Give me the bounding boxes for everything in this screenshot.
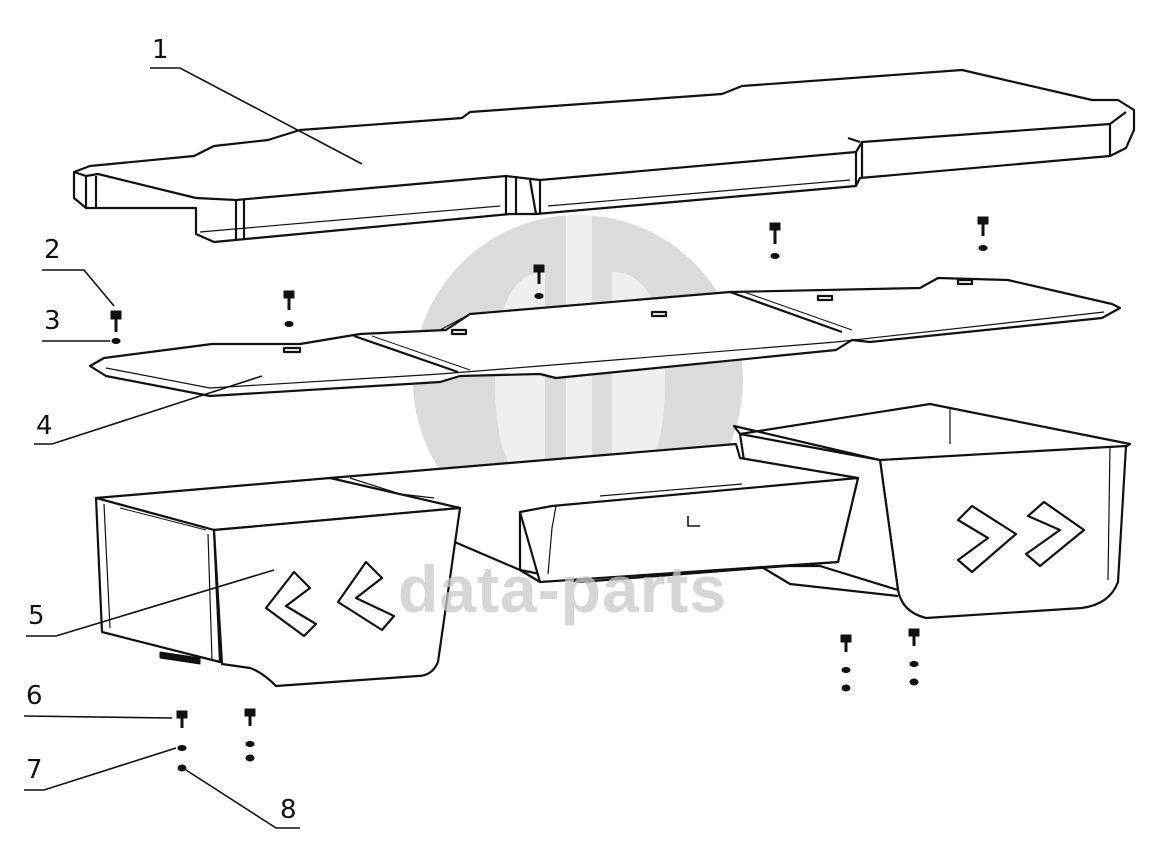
leader-4 [34,375,263,445]
callout-4: 4 [36,411,53,441]
leader-2 [42,269,115,307]
left-box-face [212,506,462,688]
left-chevron-2 [336,560,396,632]
callout-labels: 1 2 3 4 5 6 7 8 [26,35,297,825]
leader-8 [185,769,300,829]
leader-6 [23,715,173,719]
screw-2-c [769,222,781,259]
screw-6-b [244,708,256,762]
callout-1: 1 [152,35,169,65]
leader-5 [26,569,275,637]
screw-6-d [908,628,920,686]
screw-2-left [110,310,122,344]
right-chevron-1 [956,504,1018,574]
part-1-cushion [72,68,1136,244]
screw-2-b [533,264,545,299]
leader-lines [23,67,363,829]
middle-channel-front [518,476,860,584]
screw-set-lower [176,628,920,772]
left-box-side [94,496,222,664]
part-5-frame [94,402,1132,688]
screw-2-a [283,290,295,327]
callout-7: 7 [26,755,43,785]
callout-6: 6 [26,681,43,711]
callout-2: 2 [44,235,61,265]
part-4-plate [88,276,1122,398]
callout-3: 3 [44,306,61,336]
callout-8: 8 [280,795,297,825]
screw-6-a [176,710,188,772]
screw-2-d [977,216,989,251]
screw-6-c [840,634,852,692]
callout-5: 5 [28,601,45,631]
left-chevron-1 [264,570,318,638]
leader-1 [150,67,363,165]
screw-set-upper [110,216,989,344]
watermark-text: data-parts [398,552,727,626]
leader-7 [24,747,177,791]
right-chevron-2 [1024,500,1086,568]
